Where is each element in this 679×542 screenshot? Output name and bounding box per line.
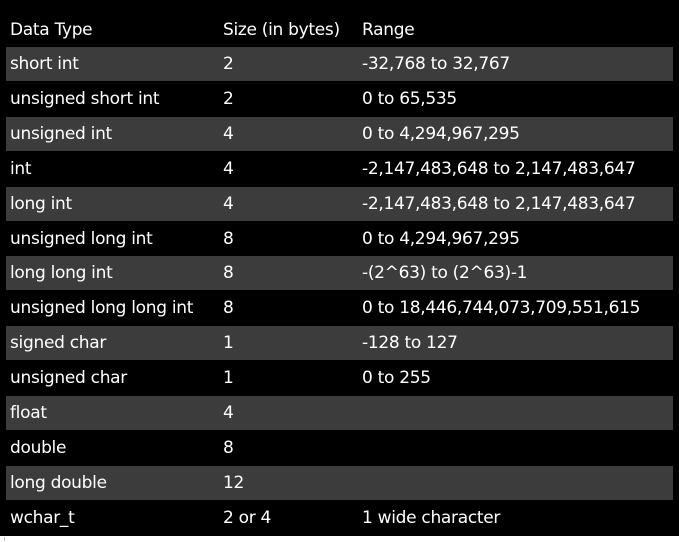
table-row: int 4 -2,147,483,648 to 2,147,483,647 xyxy=(6,151,673,186)
cell-data-type: signed char xyxy=(10,333,107,354)
cell-range: -32,768 to 32,767 xyxy=(362,54,510,74)
cell-size: 2 xyxy=(223,88,234,109)
table-row: unsigned int 4 0 to 4,294,967,295 xyxy=(6,116,673,151)
table-row: signed char 1 -128 to 127 xyxy=(6,326,673,361)
table-row: wchar_t 2 or 4 1 wide character xyxy=(6,500,673,535)
table-row: unsigned char 1 0 to 255 xyxy=(6,361,673,396)
cell-range: 1 wide character xyxy=(362,507,501,528)
cell-size: 2 xyxy=(223,54,234,74)
cell-data-type: unsigned int xyxy=(10,123,112,144)
cell-data-type: double xyxy=(10,437,67,458)
cell-range: -(2^63) to (2^63)-1 xyxy=(362,263,528,284)
cell-range: 0 to 255 xyxy=(362,368,431,389)
cell-data-type: int xyxy=(10,158,32,179)
cell-size: 4 xyxy=(223,158,234,179)
page-edge-mark xyxy=(4,537,5,541)
cell-range: 0 to 18,446,744,073,709,551,615 xyxy=(362,298,641,319)
cell-data-type: long long int xyxy=(10,263,113,284)
cell-range: 0 to 4,294,967,295 xyxy=(362,228,520,249)
cell-data-type: unsigned long long int xyxy=(10,298,194,319)
table-row: short int 2 -32,768 to 32,767 xyxy=(6,47,673,81)
cell-size: 1 xyxy=(223,368,234,389)
cell-range: 0 to 65,535 xyxy=(362,88,457,109)
table-header-row: Data Type Size (in bytes) Range xyxy=(6,12,673,47)
cell-size: 8 xyxy=(223,437,234,458)
table-row: long int 4 -2,147,483,648 to 2,147,483,647 xyxy=(6,186,673,221)
cell-data-type: long int xyxy=(10,193,72,214)
cell-data-type: short int xyxy=(10,54,79,74)
table-row: unsigned long long int 8 0 to 18,446,744,0… xyxy=(6,291,673,326)
cell-size: 4 xyxy=(223,123,234,144)
table-row: double 8 xyxy=(6,430,673,465)
cell-data-type: unsigned short int xyxy=(10,88,160,109)
cell-size: 4 xyxy=(223,193,234,214)
header-range: Range xyxy=(362,19,415,40)
cell-size: 8 xyxy=(223,228,234,249)
cell-data-type: unsigned long int xyxy=(10,228,153,249)
cell-data-type: unsigned char xyxy=(10,368,127,389)
cell-range: -2,147,483,648 to 2,147,483,647 xyxy=(362,158,636,179)
cell-size: 2 or 4 xyxy=(223,507,272,528)
table-row: unsigned short int 2 0 to 65,535 xyxy=(6,81,673,116)
cell-data-type: float xyxy=(10,403,47,423)
cell-size: 1 xyxy=(223,333,234,354)
table-row: unsigned long int 8 0 to 4,294,967,295 xyxy=(6,221,673,256)
table-row: float 4 xyxy=(6,396,673,430)
cell-range: 0 to 4,294,967,295 xyxy=(362,123,520,144)
table-row: long long int 8 -(2^63) to (2^63)-1 xyxy=(6,256,673,291)
cell-size: 12 xyxy=(223,472,245,493)
cell-range: -2,147,483,648 to 2,147,483,647 xyxy=(362,193,636,214)
header-data-type: Data Type xyxy=(10,19,93,40)
cell-range: -128 to 127 xyxy=(362,333,458,354)
cell-data-type: wchar_t xyxy=(10,507,75,528)
cell-size: 8 xyxy=(223,298,234,319)
cell-size: 4 xyxy=(223,403,234,423)
table-row: long double 12 xyxy=(6,465,673,500)
header-size: Size (in bytes) xyxy=(223,19,340,40)
cell-data-type: long double xyxy=(10,472,107,493)
cell-size: 8 xyxy=(223,263,234,284)
